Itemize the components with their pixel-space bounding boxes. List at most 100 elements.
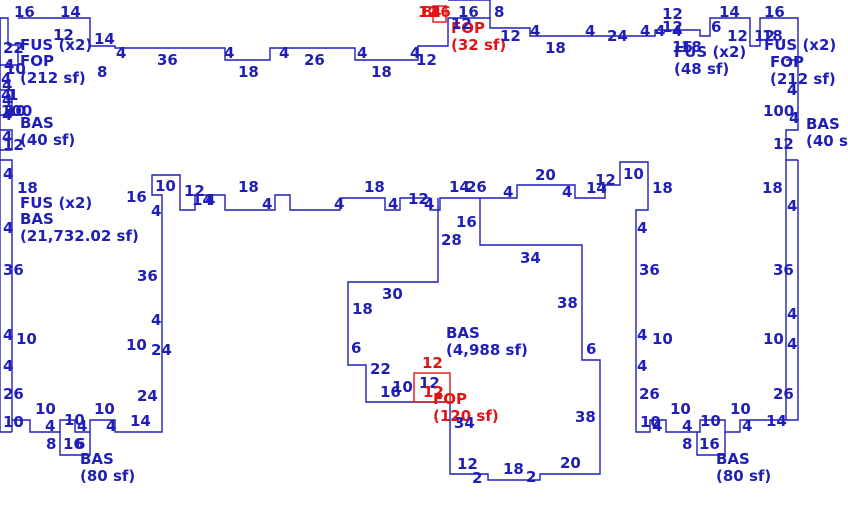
dimension-label: 6 bbox=[711, 18, 721, 36]
dimension-label: 6 bbox=[75, 435, 85, 453]
dimension-label: 36 bbox=[137, 267, 158, 285]
dimension-label: 8 bbox=[494, 3, 504, 21]
center-fop-outline bbox=[413, 372, 451, 403]
dimension-label: 8 bbox=[422, 3, 432, 21]
bas-r-label: BAS bbox=[806, 115, 840, 133]
dimension-label: 8 bbox=[97, 63, 107, 81]
dimension-label: 18 bbox=[681, 38, 702, 56]
dimension-label: 4 bbox=[530, 22, 540, 40]
dimension-label: 4 bbox=[262, 195, 272, 213]
dimension-label: 14 bbox=[130, 412, 151, 430]
dimension-label: 30 bbox=[382, 285, 403, 303]
dimension-label: 4 bbox=[45, 417, 55, 435]
dimension-label: 6 bbox=[351, 339, 361, 357]
dimension-label: 4 bbox=[672, 22, 682, 40]
dimension-label: 24 bbox=[151, 341, 172, 359]
dimension-label: 10 bbox=[5, 102, 26, 120]
dimension-label: 12 bbox=[662, 18, 683, 36]
bas-l-area: (40 sf) bbox=[20, 131, 75, 149]
main-building-outline bbox=[0, 17, 798, 433]
dimension-label: 4 bbox=[410, 44, 420, 62]
dimension-label: 4 bbox=[279, 44, 289, 62]
dimension-label: 2 bbox=[472, 469, 482, 487]
dimension-label: 4 bbox=[742, 417, 752, 435]
dimension-label: 12 bbox=[662, 5, 683, 23]
bas-main-area: (21,732.02 sf) bbox=[20, 227, 139, 245]
dimension-label: 4 bbox=[787, 197, 797, 215]
fop-top-area: (32 sf) bbox=[451, 36, 506, 54]
right-edge bbox=[785, 59, 799, 421]
dimension-label: 4 bbox=[637, 326, 647, 344]
dimension-label: 12 bbox=[457, 455, 478, 473]
dimension-label: 4 bbox=[106, 417, 116, 435]
dimension-label: 18 bbox=[503, 460, 524, 478]
fus-tl-label: FUS (x2) bbox=[20, 36, 92, 54]
dimension-label: 18 bbox=[652, 179, 673, 197]
dimension-label: 26 bbox=[304, 51, 325, 69]
top-fop-outline bbox=[432, 5, 447, 23]
dimension-label: 4 bbox=[652, 417, 662, 435]
dimension-label: 16 bbox=[699, 435, 720, 453]
fus-tr-area: (48 sf) bbox=[674, 60, 729, 78]
dimension-label: 10 bbox=[94, 400, 115, 418]
dimension-label: 4 bbox=[1, 86, 11, 104]
dimension-label: 10 bbox=[5, 60, 26, 78]
dimension-label: 26 bbox=[773, 385, 794, 403]
dimension-label: 16 bbox=[430, 3, 451, 21]
dimension-label: 4 bbox=[2, 76, 12, 94]
dimension-label: 4 bbox=[3, 326, 13, 344]
dimension-label: 18 bbox=[238, 63, 259, 81]
dimension-label: 26 bbox=[3, 385, 24, 403]
dimension-label: 10 bbox=[64, 411, 85, 429]
dimension-label: 4 bbox=[787, 81, 797, 99]
dimension-label: 14 bbox=[60, 3, 81, 21]
dimension-label: 12 bbox=[423, 383, 444, 401]
dimension-label: 10 bbox=[35, 400, 56, 418]
dimension-label: 8 bbox=[682, 435, 692, 453]
bottom-left-stub bbox=[59, 432, 91, 456]
fop-tr-label: FOP bbox=[770, 53, 804, 71]
dimension-label: 8 bbox=[46, 435, 56, 453]
left-edge bbox=[0, 18, 13, 433]
dimension-label: 36 bbox=[3, 261, 24, 279]
dimension-label: 6 bbox=[586, 340, 596, 358]
dimension-label: 4 bbox=[787, 335, 797, 353]
dimension-label: 12 bbox=[595, 171, 616, 189]
area-labels: FUS (x2) FOP (212 sf) BAS (40 sf) FUS (x… bbox=[20, 19, 848, 485]
dimension-label: 14 bbox=[766, 412, 787, 430]
dimension-label: 22 bbox=[370, 360, 391, 378]
dimension-label: 16 bbox=[63, 435, 84, 453]
dimension-label: 12 bbox=[184, 182, 205, 200]
dimension-label: 12 bbox=[408, 190, 429, 208]
dimension-label: 18 bbox=[545, 39, 566, 57]
dimension-label: 10 bbox=[126, 336, 147, 354]
dimension-label: 12 bbox=[418, 3, 439, 21]
dimension-label: 14 bbox=[586, 179, 607, 197]
dimension-label: 12 bbox=[53, 26, 74, 44]
dimension-label: 12 bbox=[727, 27, 748, 45]
dimension-label: 4 bbox=[2, 91, 12, 109]
bas-main-label: BAS bbox=[20, 210, 54, 228]
dimension-label: 4 bbox=[787, 81, 797, 99]
dimension-label: 34 bbox=[520, 249, 541, 267]
dimension-label: 12 bbox=[754, 27, 775, 45]
dimension-label: 4 bbox=[3, 165, 13, 183]
dimension-label: 10 bbox=[763, 330, 784, 348]
dimension-label: 4 bbox=[637, 219, 647, 237]
dimension-label: 22 bbox=[3, 39, 24, 57]
dimension-label: 4 bbox=[224, 44, 234, 62]
dimension-label: 16 bbox=[672, 38, 693, 56]
top-middle-box bbox=[448, 0, 491, 18]
dimension-label: 4 bbox=[682, 417, 692, 435]
dimension-label: 4 bbox=[789, 109, 799, 127]
dimension-label: 10 bbox=[700, 412, 721, 430]
dimension-label: 26 bbox=[466, 178, 487, 196]
bas-l-label: BAS bbox=[20, 114, 54, 132]
dimension-label: 4 bbox=[77, 417, 87, 435]
dimension-label: 12 bbox=[773, 135, 794, 153]
dimension-label: 4 bbox=[205, 191, 215, 209]
dimension-label: 4 bbox=[334, 195, 344, 213]
dimension-label: 18 bbox=[371, 63, 392, 81]
dimension-label: 4 bbox=[116, 44, 126, 62]
